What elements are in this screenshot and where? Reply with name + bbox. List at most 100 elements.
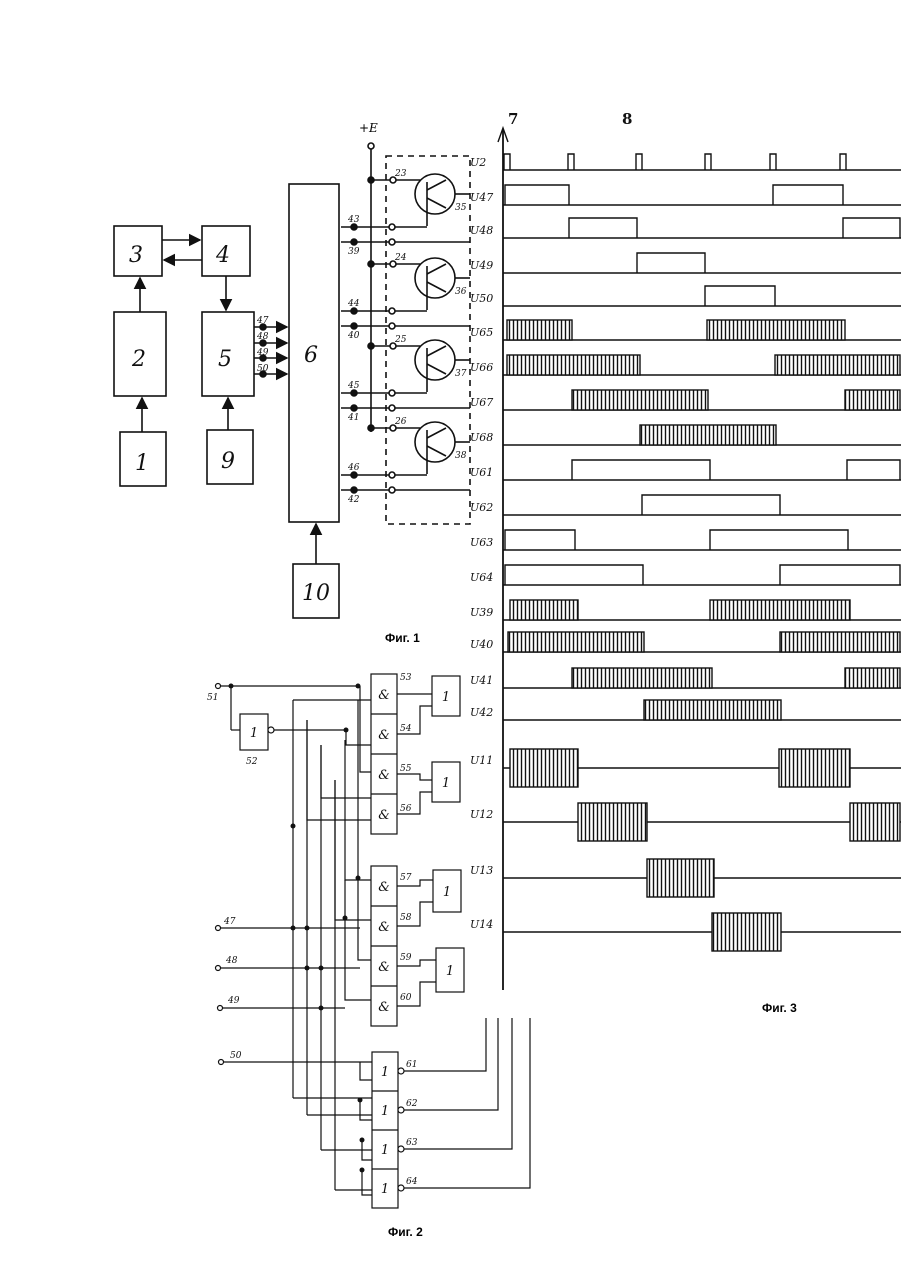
tap-dot — [351, 405, 357, 411]
row-label-U68: U68 — [470, 431, 493, 444]
ref-61: 61 — [406, 1060, 417, 1070]
row-label-U62: U62 — [470, 501, 493, 514]
row-label-U40: U40 — [470, 638, 493, 651]
block-9-label: 9 — [221, 449, 235, 474]
waveform-U49 — [503, 253, 901, 273]
fig3-caption: Фиг. 3 — [762, 1001, 797, 1015]
pulse-segment — [505, 185, 569, 205]
block-2-label: 2 — [131, 347, 146, 372]
figure-1-block-diagram: 23354339243644402537454126384642 — [114, 143, 470, 618]
waveform-U14 — [503, 913, 901, 951]
power-terminal — [368, 143, 374, 149]
row-label-U61: U61 — [470, 466, 493, 479]
pulse-segment — [505, 565, 643, 585]
and-symbol: & — [378, 728, 390, 743]
ref-60: 60 — [400, 993, 412, 1003]
hatched-segment — [507, 320, 572, 340]
transistor-stages: 23354339243644402537454126384642 — [341, 169, 470, 505]
tap-label-b: 42 — [347, 495, 360, 505]
waveform-U42 — [503, 700, 901, 720]
or-symbol: 1 — [446, 964, 454, 979]
tap-dot — [351, 487, 357, 493]
ref-59: 59 — [400, 953, 412, 963]
hatched-segment — [780, 632, 900, 652]
emitter-lead — [427, 282, 446, 292]
or-symbol: 1 — [442, 776, 450, 791]
input-label-47: 47 — [256, 316, 269, 326]
or-symbol: 1 — [442, 690, 450, 705]
tap-terminal — [389, 390, 395, 396]
pulse-segment — [710, 530, 848, 550]
collector-lead — [427, 428, 446, 438]
waveform-U68 — [503, 425, 901, 445]
row-label-U67: U67 — [470, 396, 493, 409]
pulse-segment — [572, 460, 710, 480]
row-label-U63: U63 — [470, 536, 493, 549]
emitter-lead — [427, 364, 446, 374]
and-symbol: & — [378, 768, 390, 783]
waveform-U13 — [503, 859, 901, 897]
fig3-row-labels: U2U47U48U49U50U65U66U67U68U61U62U63U64U3… — [470, 156, 493, 931]
row-label-U47: U47 — [470, 191, 493, 204]
pulse-segment — [780, 565, 900, 585]
row-label-U13: U13 — [470, 864, 493, 877]
block-5-label: 5 — [218, 347, 232, 372]
collector-lead — [427, 180, 446, 190]
ref-63: 63 — [406, 1138, 418, 1148]
fig2-gate-symbols: 1 & & & & & & & & 1 1 1 1 1 1 1 1 — [250, 688, 454, 1197]
transistor-ref-label: 36 — [455, 287, 467, 297]
hatched-segment — [572, 668, 712, 688]
transistor-stage-37: 25374541 — [341, 335, 470, 423]
tap-label-b: 39 — [348, 247, 360, 257]
hatched-segment — [507, 355, 640, 375]
ref-55: 55 — [400, 764, 412, 774]
tap-terminal — [389, 323, 395, 329]
waveform-U40 — [503, 632, 901, 652]
junction-dot — [368, 261, 374, 267]
waveform-U64 — [503, 565, 901, 585]
transistor-ref-label: 35 — [455, 203, 467, 213]
tap-label-a: 44 — [347, 299, 360, 309]
collector-lead — [427, 346, 446, 356]
pulse-segment — [637, 253, 705, 273]
nor-symbol: 1 — [381, 1104, 389, 1119]
fig1-caption: Фиг. 1 — [385, 631, 420, 645]
junction-dot — [368, 177, 374, 183]
burst-segment — [850, 803, 900, 841]
pulse-segment — [505, 530, 575, 550]
tap-terminal — [389, 224, 395, 230]
waveform-U11 — [503, 749, 901, 787]
hatched-segment — [845, 668, 900, 688]
nor-symbol: 1 — [381, 1065, 389, 1080]
block-6-label: 6 — [304, 343, 318, 368]
row-label-U41: U41 — [470, 674, 493, 687]
transistor-ref-label: 38 — [455, 451, 467, 461]
hatched-segment — [508, 632, 644, 652]
burst-segment — [578, 803, 647, 841]
hatched-segment — [775, 355, 900, 375]
row-label-U65: U65 — [470, 326, 493, 339]
label-50: 50 — [230, 1051, 242, 1061]
transistor-stage-38: 26384642 — [341, 417, 470, 505]
label-51: 51 — [207, 693, 218, 703]
hatched-segment — [845, 390, 900, 410]
pulse-segment — [843, 218, 900, 238]
waveform-U41 — [503, 668, 901, 688]
ref-57: 57 — [400, 873, 412, 883]
label-52: 52 — [246, 757, 258, 767]
tap-terminal — [389, 308, 395, 314]
pulse-segment — [642, 495, 780, 515]
transistor-ref-label: 37 — [455, 369, 467, 379]
and-symbol: & — [378, 920, 390, 935]
row-label-U66: U66 — [470, 361, 493, 374]
waveform-U2 — [503, 154, 901, 170]
hatched-segment — [640, 425, 776, 445]
and-symbol: & — [378, 960, 390, 975]
figure-3-timing-diagram — [498, 128, 901, 990]
waveform-rows — [503, 154, 901, 951]
pulse-segment — [705, 286, 775, 306]
hatched-segment — [572, 390, 708, 410]
burst-segment — [647, 859, 714, 897]
waveform-U50 — [503, 286, 901, 306]
